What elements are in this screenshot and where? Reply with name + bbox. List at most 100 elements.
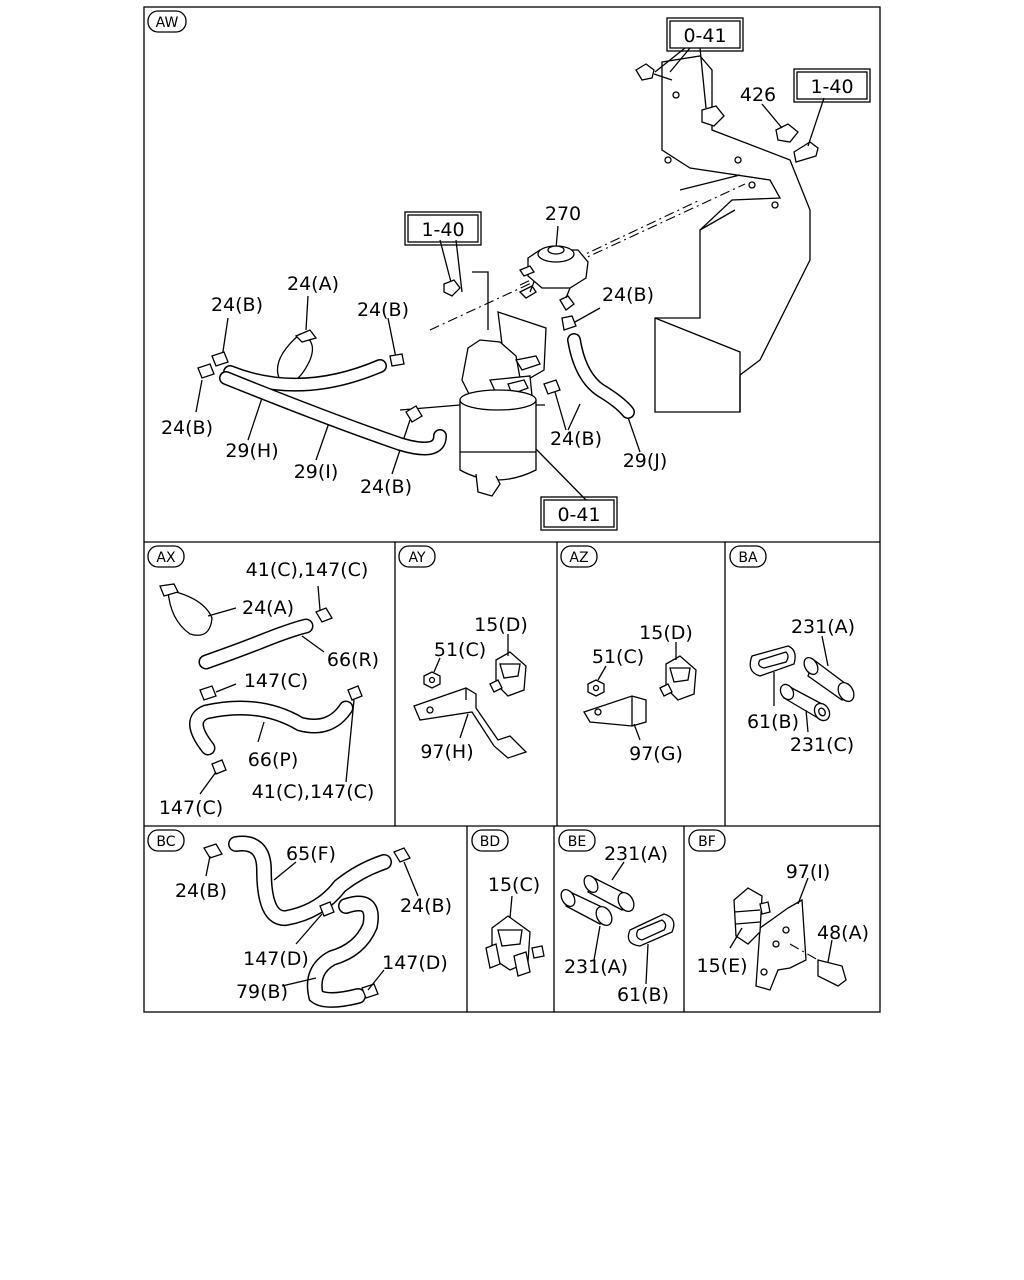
- panel-tag-be: BE: [558, 829, 596, 852]
- part-24b-label-1: 24(B): [175, 880, 227, 902]
- hose-29h: [223, 359, 387, 392]
- panel-ba: BA 231(A) 61(B) 231(C): [729, 545, 855, 756]
- hose-66r: [198, 618, 314, 670]
- part-15c-label: 15(C): [488, 874, 540, 896]
- part-66r-label: 66(R): [327, 649, 379, 671]
- part-41c-147c-label-top: 41(C),147(C): [246, 559, 369, 581]
- hose-clip-24a: [276, 329, 318, 384]
- hose-66p: [189, 700, 354, 756]
- part-15d-label: 15(D): [474, 614, 528, 636]
- part-41c-147c-label-bottom: 41(C),147(C): [252, 781, 375, 803]
- panel-bf: BF 97(I) 48(A) 15(E): [688, 829, 869, 991]
- clip-15c: [485, 915, 545, 977]
- grommet-61b: [749, 645, 796, 677]
- panel-aw: AW: [147, 10, 871, 531]
- panel-tag-ba: BA: [729, 545, 767, 568]
- bracket-97g: [583, 695, 647, 727]
- leader-lines-bf: [729, 877, 833, 963]
- leader-lines-aw: [195, 47, 825, 501]
- part-61b-label: 61(B): [617, 984, 669, 1006]
- part-231a-label: 231(A): [791, 616, 855, 638]
- hose-29j: [567, 333, 635, 419]
- part-29h-label: 29(H): [225, 440, 278, 462]
- tube-231c: [779, 683, 831, 722]
- ref-1-40-right-label: 1-40: [810, 76, 853, 98]
- panel-tag-ay: AY: [398, 545, 436, 568]
- part-147d-label-2: 147(D): [382, 952, 448, 974]
- ref-box-1-40-mid: 1-40: [404, 211, 482, 246]
- tube-231a: [803, 656, 855, 702]
- ref-0-41-bottom-label: 0-41: [557, 504, 600, 526]
- part-147d-label-1: 147(D): [243, 948, 309, 970]
- leader-lines-ax: [199, 585, 355, 795]
- part-24b-label-4: 24(B): [161, 417, 213, 439]
- part-48a-label: 48(A): [817, 922, 869, 944]
- part-65f-label: 65(F): [286, 843, 336, 865]
- panel-tag-aw: AW: [147, 10, 187, 33]
- part-147c-label-1: 147(C): [244, 670, 308, 692]
- part-97g-label: 97(G): [629, 743, 683, 765]
- leader-lines-be: [593, 861, 649, 985]
- part-24b-label-1: 24(B): [211, 294, 263, 316]
- panel-az: AZ 15(D) 51(C) 97(G): [560, 545, 697, 765]
- panel-be: BE 231(A) 231(A) 61(B): [558, 829, 675, 1006]
- part-29j-label: 29(J): [623, 450, 668, 472]
- svg-text:AX: AX: [156, 550, 176, 566]
- part-231c-label: 231(C): [790, 734, 854, 756]
- panel-tag-ax: AX: [147, 545, 185, 568]
- panel-tag-bc: BC: [147, 829, 185, 852]
- part-97i-label: 97(I): [786, 861, 831, 883]
- part-426-label: 426: [740, 84, 776, 106]
- clamps-ax: [199, 607, 363, 775]
- part-231a-label-2: 231(A): [564, 956, 628, 978]
- diagram-frame: [143, 6, 881, 1013]
- part-24b-label-5: 24(B): [550, 428, 602, 450]
- part-24a-label: 24(A): [287, 273, 339, 295]
- filter-mounting-bracket: [654, 55, 811, 413]
- panel-bc: BC 65(F) 24(B) 24(B) 147(D) 147(D): [147, 829, 452, 1008]
- part-24b-label-2: 24(B): [400, 895, 452, 917]
- hose-29i: [219, 371, 447, 456]
- panel-bd: BD 15(C): [471, 829, 545, 977]
- nut-51c: [587, 679, 605, 697]
- part-24b-label-2: 24(B): [357, 299, 409, 321]
- grommet-61b: [627, 913, 675, 947]
- svg-text:BA: BA: [738, 550, 758, 566]
- panel-ay: AY 15(D) 51(C) 97(H): [398, 545, 528, 763]
- ref-box-1-40-right: 1-40: [793, 68, 871, 103]
- part-79b-label: 79(B): [236, 981, 288, 1003]
- part-24b-label-3: 24(B): [602, 284, 654, 306]
- hose-clamps-24b: [197, 279, 577, 423]
- svg-text:BD: BD: [480, 834, 500, 850]
- part-66p-label: 66(P): [248, 749, 298, 771]
- panel-tag-bd: BD: [471, 829, 509, 852]
- panel-ax: AX 41(C),147(C) 24: [147, 545, 379, 819]
- part-97h-label: 97(H): [420, 741, 473, 763]
- ref-1-40-mid-label: 1-40: [421, 219, 464, 241]
- svg-text:BE: BE: [568, 834, 586, 850]
- bracket-97h: [413, 687, 528, 759]
- tube-231a-1: [583, 874, 635, 912]
- bracket-97i: [755, 898, 807, 991]
- part-51c-label: 51(C): [592, 646, 644, 668]
- nut-51c: [423, 671, 441, 689]
- svg-text:BF: BF: [698, 834, 716, 850]
- svg-text:AZ: AZ: [569, 550, 588, 566]
- ref-box-0-41-bottom: 0-41: [540, 496, 618, 531]
- part-61b-label: 61(B): [747, 711, 799, 733]
- part-24a-label: 24(A): [242, 597, 294, 619]
- priming-pump: [518, 245, 589, 311]
- panel-tag-bf: BF: [688, 829, 726, 852]
- clip-15d: [659, 655, 697, 701]
- part-15d-label: 15(D): [639, 622, 693, 644]
- ref-box-0-41-top: 0-41: [666, 17, 744, 52]
- leader-line-15c: [509, 895, 513, 919]
- hose-65f: [228, 835, 392, 926]
- part-270-label: 270: [545, 203, 581, 225]
- hose-79b: [306, 895, 379, 1008]
- part-231a-label-1: 231(A): [604, 843, 668, 865]
- bolt-48a: [789, 943, 847, 987]
- hose-clip-ax: [159, 583, 213, 636]
- leader-lines-bc: [205, 855, 419, 991]
